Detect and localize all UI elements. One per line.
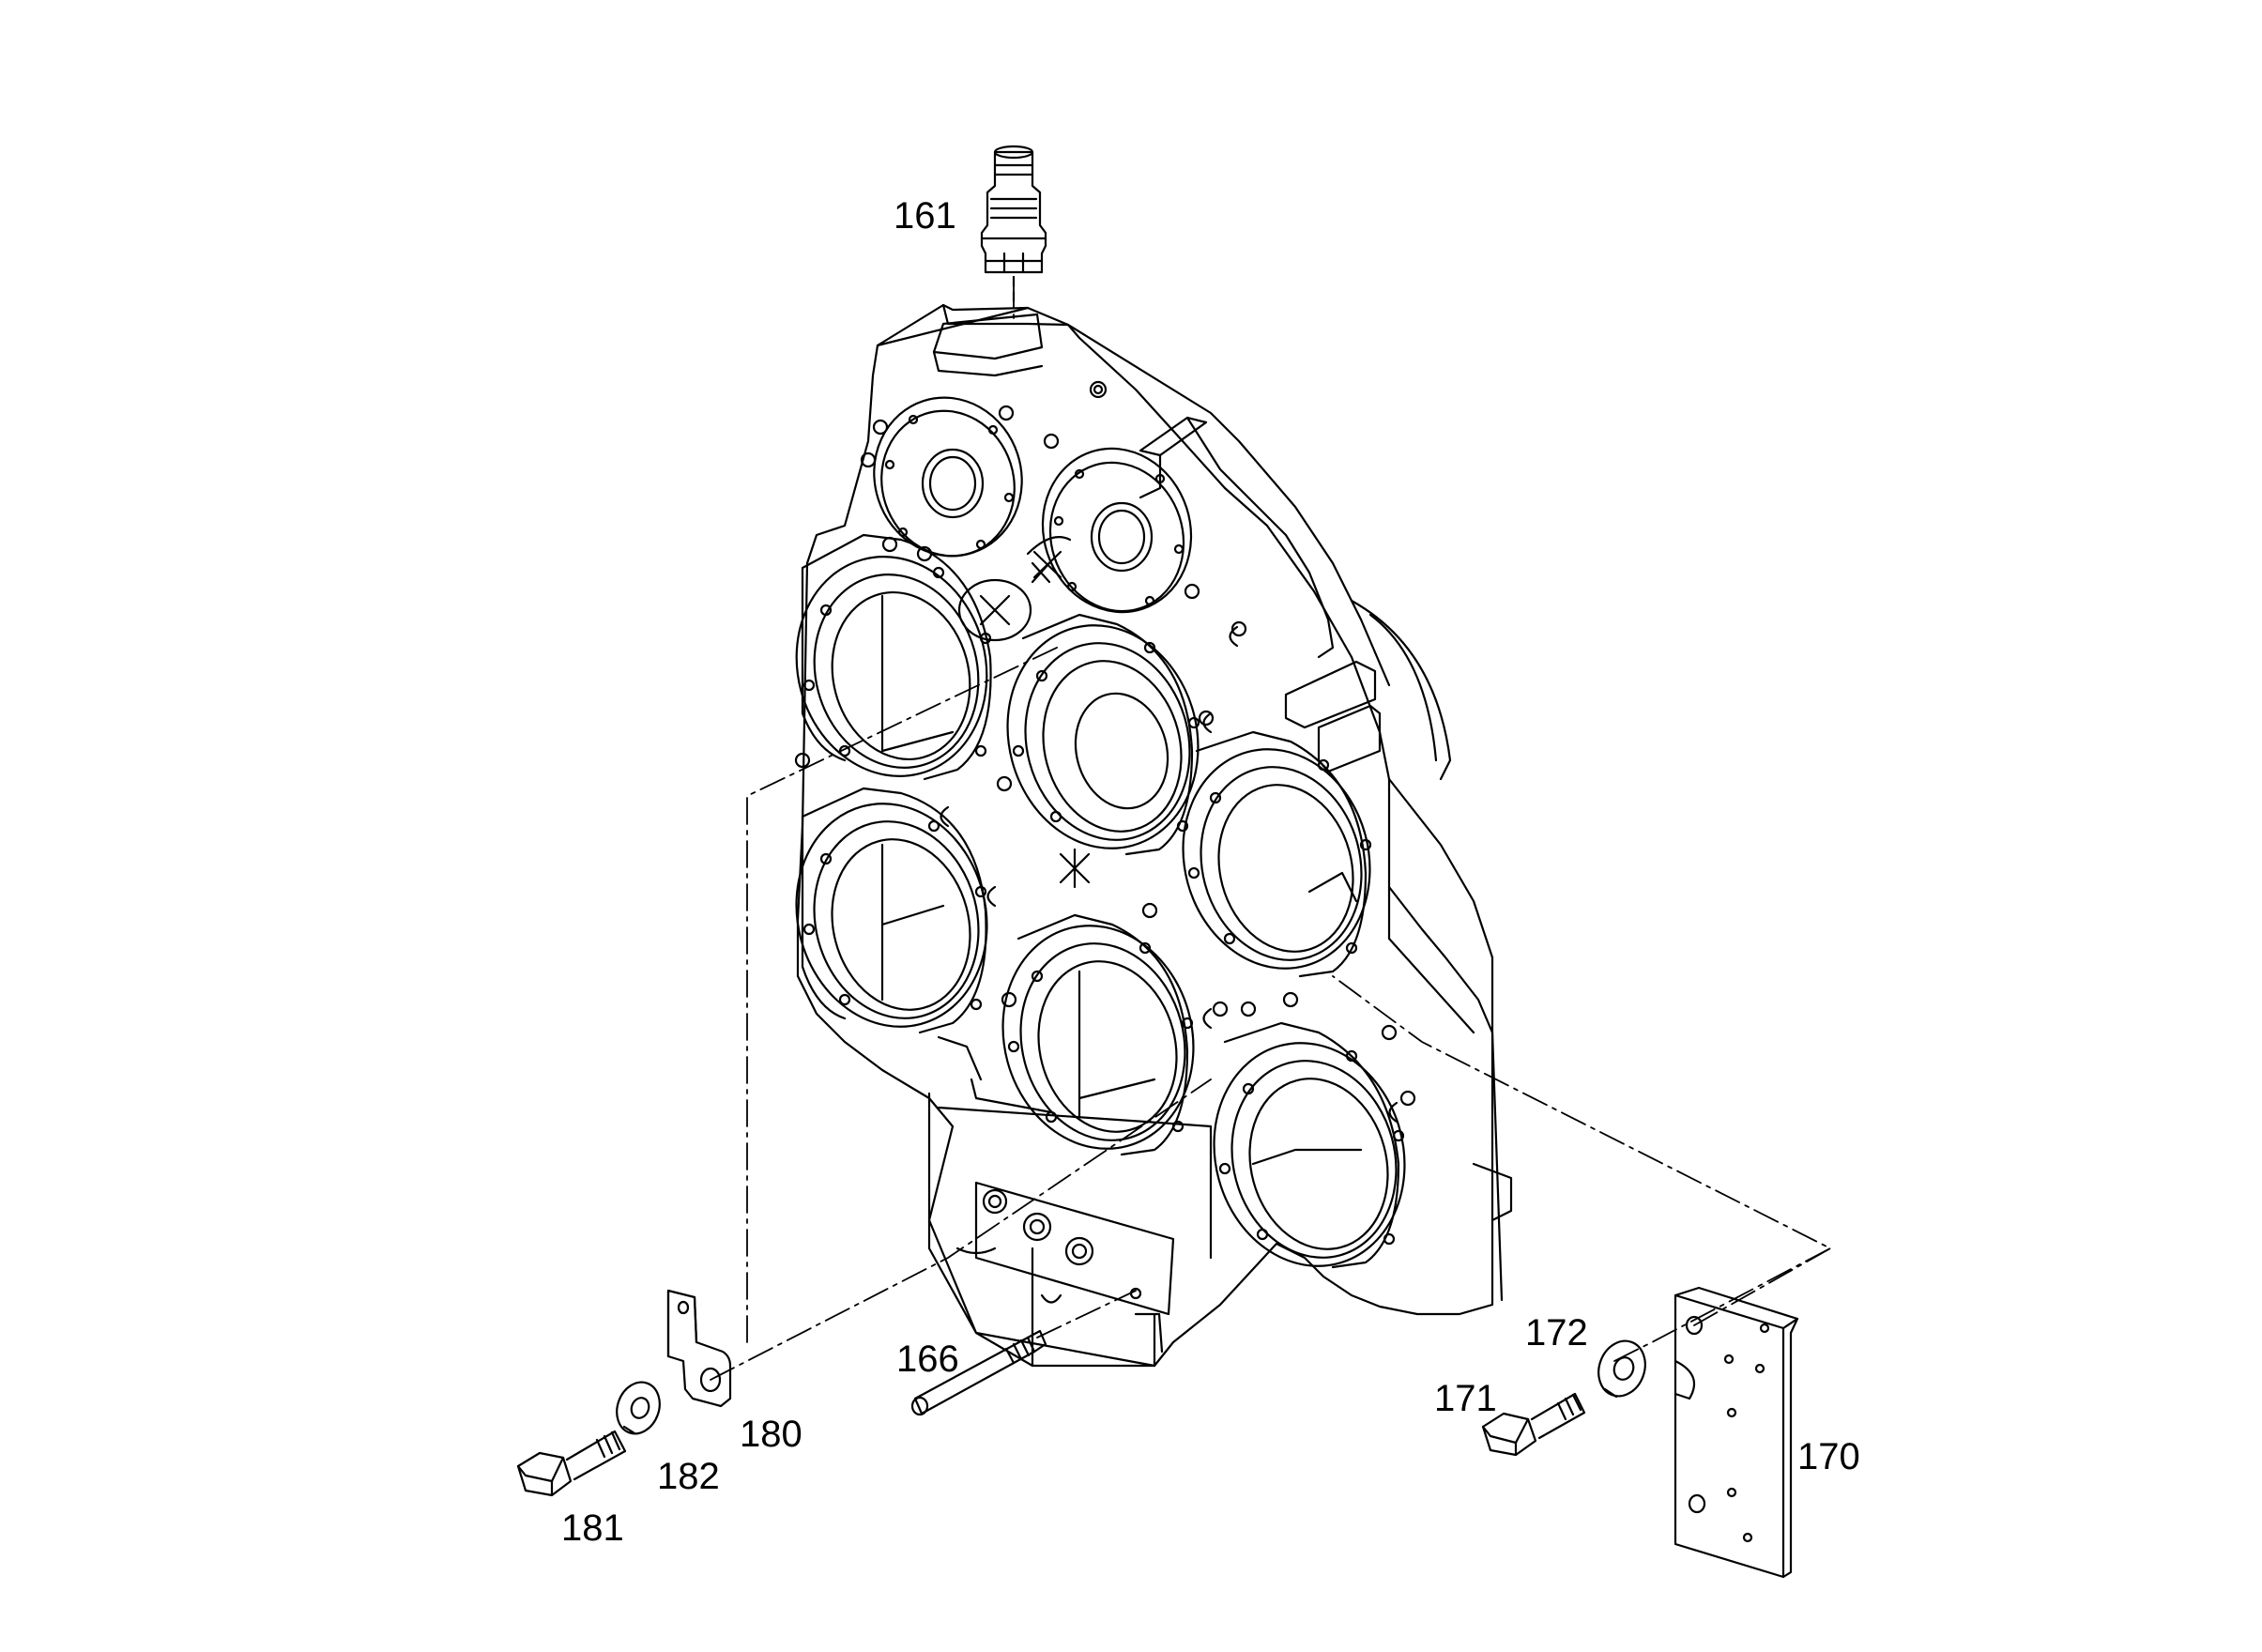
housing-details [794,380,1416,1124]
assembly-centerlines [710,281,1831,1381]
top-right-cover-flange[interactable] [1022,429,1213,632]
bearing-flange-upper-left[interactable] [772,533,1011,798]
part-182-washer[interactable] [610,1376,666,1440]
part-181-bolt[interactable] [516,1430,627,1497]
gearbox-housing[interactable] [796,303,1513,1368]
top-left-cover-flange[interactable] [854,378,1043,575]
center-mark-2 [1032,550,1062,579]
bearing-flange-lower-right[interactable] [1189,1021,1429,1288]
callout-181[interactable]: 181 [561,1507,624,1549]
callout-171[interactable]: 171 [1434,1378,1497,1419]
callout-172[interactable]: 172 [1525,1312,1588,1354]
callout-170[interactable]: 170 [1797,1436,1860,1477]
callout-180[interactable]: 180 [740,1414,802,1455]
bearing-flange-upper-middle[interactable] [983,604,1222,870]
flange-web [1026,536,1072,556]
part-172-washer[interactable] [1591,1335,1653,1403]
callout-166[interactable]: 166 [896,1338,959,1380]
callout-161[interactable]: 161 [894,195,956,237]
bearing-flange-middle-right[interactable] [1159,728,1394,990]
bearing-flange-lower-left[interactable] [772,782,1011,1048]
callout-182[interactable]: 182 [657,1456,720,1497]
part-166-stud[interactable] [910,1329,1047,1416]
part-170-mounting-plate[interactable] [1674,1286,1799,1579]
part-161-breather-fitting[interactable] [980,145,1047,274]
part-180-bracket[interactable] [666,1289,732,1408]
bearing-flange-lower-middle[interactable] [978,904,1217,1170]
part-171-bolt[interactable] [1481,1392,1586,1457]
